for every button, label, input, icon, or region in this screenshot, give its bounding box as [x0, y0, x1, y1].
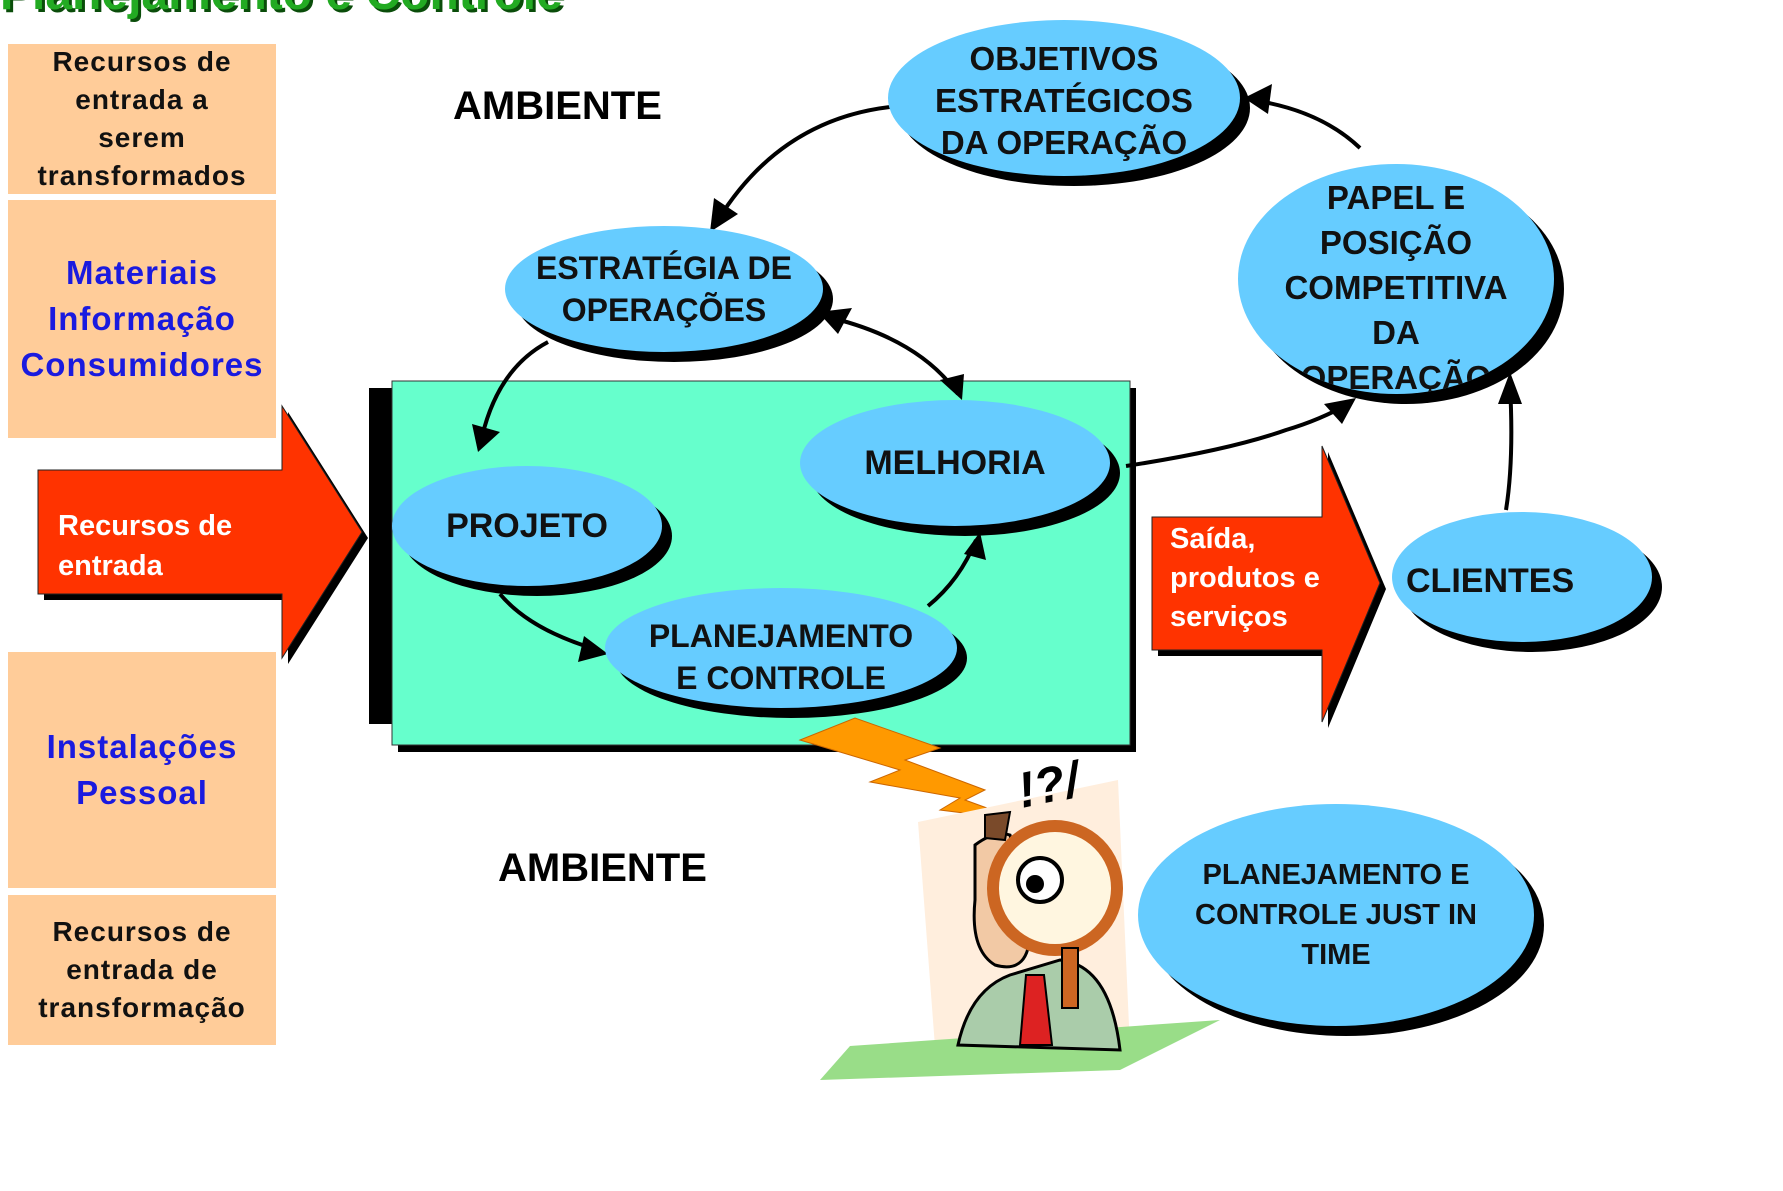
resource-box-line: Recursos de [52, 916, 232, 947]
input-arrow [37, 404, 368, 664]
input-arrow-label: Recursos de entrada [58, 506, 232, 586]
node-line: DA [1372, 313, 1420, 351]
node-line: PLANEJAMENTO E [1202, 859, 1470, 891]
node-line: PAPEL E [1326, 178, 1466, 216]
node-line: COMPETITIVA [1284, 268, 1508, 306]
node-line: ESTRATÉGIA DE [535, 250, 792, 286]
node-line: CLIENTES [1406, 561, 1575, 600]
resource-box-materials: Materiais Informação Consumidores [8, 200, 276, 438]
node-objetivos: OBJETIVOS ESTRATÉGICOS DA OPERAÇÃO [888, 20, 1240, 176]
output-arrow-line: produtos e [1170, 562, 1320, 594]
page-title: Planejamento e Controle [0, 0, 563, 21]
output-arrow [1151, 445, 1386, 728]
node-line: ESTRATÉGICOS [935, 82, 1193, 119]
node-line: CONTROLE JUST IN [1195, 899, 1477, 931]
output-arrow-line: serviços [1170, 601, 1288, 633]
node-planejamento: PLANEJAMENTO E CONTROLE [605, 588, 957, 708]
input-arrow-line: Recursos de [58, 510, 233, 542]
node-line: E CONTROLE [676, 660, 886, 696]
node-line: PLANEJAMENTO [648, 618, 914, 654]
output-arrow-label: Saída, produtos e serviços [1170, 520, 1320, 637]
node-melhoria: MELHORIA [800, 400, 1110, 526]
detective-clipart: !?/ [820, 750, 1220, 1080]
node-estrategia: ESTRATÉGIA DE OPERAÇÕES [505, 226, 823, 352]
node-line: OPERAÇÕES [561, 292, 767, 328]
node-line: POSIÇÃO [1319, 223, 1473, 261]
node-line: PROJETO [446, 506, 608, 545]
node-line: MELHORIA [864, 443, 1046, 482]
environment-label-bottom: AMBIENTE [498, 846, 707, 890]
resource-box-line: serem [98, 122, 186, 153]
resource-box-line: entrada a [75, 84, 209, 115]
resource-box-facilities: Instalações Pessoal [8, 652, 276, 888]
node-clientes: CLIENTES [1392, 512, 1652, 642]
resource-box-line: transformação [38, 992, 246, 1023]
node-projeto: PROJETO [392, 466, 662, 586]
node-line: OBJETIVOS [969, 40, 1159, 77]
node-line: TIME [1301, 939, 1371, 971]
resource-box-line: transformados [37, 160, 247, 191]
resource-box-line: entrada de [66, 954, 218, 985]
output-arrow-line: Saída, [1170, 523, 1256, 555]
resource-box-line: Materiais [65, 254, 219, 291]
input-arrow-line: entrada [58, 550, 163, 582]
node-jit: PLANEJAMENTO E CONTROLE JUST IN TIME [1138, 804, 1534, 1026]
node-papel: PAPEL E POSIÇÃO COMPETITIVA DA OPERAÇÃO [1238, 164, 1554, 394]
resource-box-line: Informação [48, 300, 236, 337]
resource-box-line: Consumidores [20, 346, 264, 383]
node-line: DA OPERAÇÃO [940, 124, 1188, 161]
resource-box-line: Pessoal [76, 774, 208, 811]
resource-box-transformed: Recursos de entrada a serem transformado… [8, 44, 276, 194]
resource-box-transforming: Recursos de entrada de transformação [8, 895, 276, 1045]
environment-label-top: AMBIENTE [453, 84, 662, 128]
resource-box-line: Instalações [46, 728, 238, 765]
arrow-heads [472, 84, 1522, 662]
resource-box-line: Recursos de [52, 46, 232, 77]
